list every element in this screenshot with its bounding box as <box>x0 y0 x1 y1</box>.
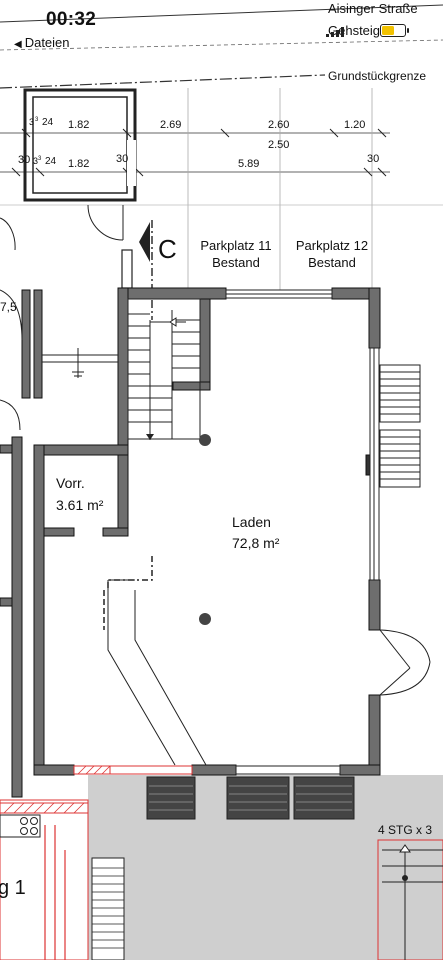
dim-label: 3 <box>35 117 39 123</box>
property-boundary-line <box>0 74 326 89</box>
storage-room-area: 3.61 m² <box>56 497 104 513</box>
grate-lines <box>380 371 420 480</box>
sidewalk-line <box>0 39 443 51</box>
pipe-lines <box>42 348 118 378</box>
battery-icon <box>380 24 409 37</box>
entrance-door <box>379 629 431 696</box>
dim-label: 1.82 <box>68 158 89 170</box>
dim-label: 3 <box>29 117 34 127</box>
basement-stairs <box>91 857 125 960</box>
shaft-room-outline <box>23 88 137 202</box>
dim-label: 1.82 <box>68 119 89 131</box>
exterior-steps <box>377 839 443 960</box>
dim-label: 24 <box>42 117 54 128</box>
window-right <box>369 347 380 581</box>
window-top <box>225 289 333 299</box>
shop-room-name: Laden <box>232 514 271 530</box>
boundary-label: Grundstückgrenze <box>328 69 426 83</box>
shaft-room-inner <box>32 96 128 194</box>
shop-walls <box>33 287 381 776</box>
section-marker-c-icon <box>139 222 150 262</box>
parking-12-status: Bestand <box>308 255 356 270</box>
dim-label: 2.50 <box>268 139 289 151</box>
dim-label: 5.89 <box>238 158 259 170</box>
left-room-label: g 1 <box>0 877 26 899</box>
column <box>199 613 211 625</box>
adjacent-stair-label: 7,5 <box>0 300 17 314</box>
dim-label: 3 <box>38 156 42 162</box>
stair-label: 4 STG x 3 <box>378 823 432 837</box>
adjacent-walls <box>0 289 43 798</box>
status-bar: 00:32 ◀Dateien <box>0 0 443 56</box>
street-line <box>0 4 443 23</box>
hatched-area <box>0 799 89 960</box>
dim-label: 30 <box>116 153 128 165</box>
dim-label: 30 <box>367 153 379 165</box>
shop-room-area: 72,8 m² <box>232 535 280 551</box>
staircase <box>127 298 201 440</box>
back-button[interactable]: ◀Dateien <box>14 35 70 50</box>
dim-label: 1.20 <box>344 119 365 131</box>
status-time: 00:32 <box>46 9 97 30</box>
parking-11-status: Bestand <box>212 255 260 270</box>
column <box>199 434 211 446</box>
dim-label: 24 <box>45 156 57 167</box>
dim-label: 2.60 <box>268 119 289 131</box>
ramp <box>107 579 207 766</box>
dim-label: 30 <box>18 154 30 166</box>
street-label: Aisinger Straße <box>328 1 418 16</box>
back-label: Dateien <box>24 35 70 50</box>
dim-label: 2.69 <box>160 119 181 131</box>
parking-11-label: Parkplatz 11 <box>200 238 271 253</box>
door-swing <box>87 204 124 241</box>
back-arrow-icon: ◀ <box>14 39 22 50</box>
dimension-lines <box>0 88 443 290</box>
storage-room-name: Vorr. <box>56 475 85 491</box>
parking-12-label: Parkplatz 12 <box>296 238 368 253</box>
dim-label: 3 <box>33 156 38 166</box>
signal-icon <box>326 27 344 37</box>
section-label: C <box>158 234 177 264</box>
